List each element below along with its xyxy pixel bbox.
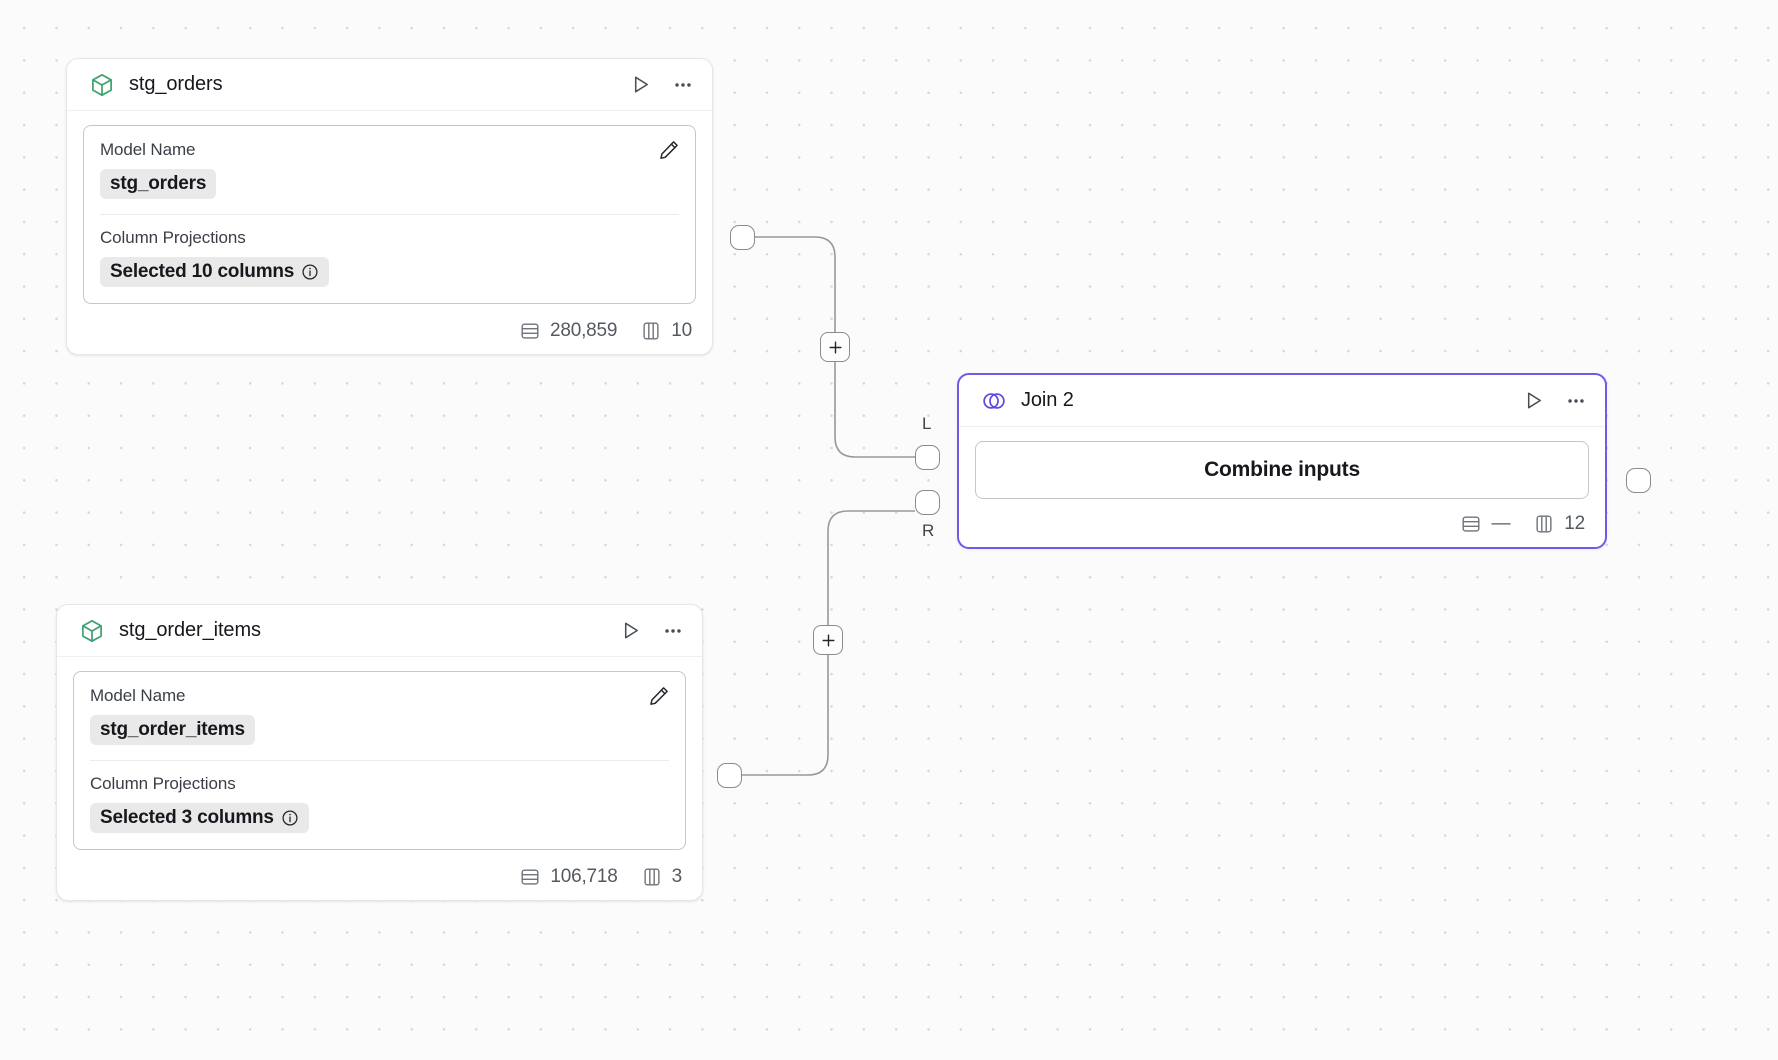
play-icon[interactable] (619, 619, 642, 642)
cube-icon (89, 72, 115, 98)
model-name-chip[interactable]: stg_order_items (90, 715, 255, 745)
divider (90, 760, 669, 761)
source-handle-stg-orders[interactable] (730, 225, 755, 250)
node-stg-order-items[interactable]: stg_order_items Model (56, 604, 703, 901)
node-stg-orders[interactable]: stg_orders Model Name (66, 58, 713, 355)
columns-metric: 10 (640, 320, 692, 342)
columns-value: 3 (671, 866, 683, 887)
combine-inputs-button[interactable]: Combine inputs (975, 441, 1589, 499)
target-handle-join-right[interactable] (915, 490, 940, 515)
rows-value: — (1491, 513, 1511, 534)
columns-value: 12 (1564, 513, 1585, 534)
handle-label-left: L (922, 414, 932, 433)
rows-icon (519, 320, 541, 342)
divider (100, 214, 679, 215)
node-title: stg_order_items (119, 619, 261, 641)
source-handle-stg-order-items[interactable] (717, 763, 742, 788)
play-icon[interactable] (1522, 389, 1545, 412)
more-options-icon[interactable] (672, 74, 694, 96)
rows-metric: — (1460, 513, 1510, 535)
column-projections-chip[interactable]: Selected 10 columns (100, 257, 330, 287)
model-name-value: stg_order_items (100, 719, 245, 740)
node-body: Model Name stg_orders Column Projections… (67, 111, 712, 310)
node-header: stg_order_items (57, 605, 702, 657)
more-options-icon[interactable] (662, 620, 684, 642)
rows-value: 106,718 (550, 866, 618, 887)
rows-metric: 106,718 (519, 866, 618, 888)
model-properties-card: Model Name stg_orders Column Projections… (83, 125, 696, 304)
model-name-value: stg_orders (110, 173, 207, 194)
rows-icon (1460, 513, 1482, 535)
pencil-icon[interactable] (647, 684, 671, 708)
node-footer: 280,859 10 (67, 310, 712, 354)
cube-icon (79, 618, 105, 644)
info-icon[interactable] (281, 809, 299, 827)
node-body: Model Name stg_order_items Column Projec… (57, 657, 702, 856)
node-header: Join 2 (959, 375, 1605, 427)
node-footer: — 12 (959, 503, 1605, 547)
columns-icon (1533, 513, 1555, 535)
node-join-2[interactable]: Join 2 Combine inputs (957, 373, 1607, 549)
edge-add-button-right[interactable] (813, 625, 843, 655)
more-options-icon[interactable] (1565, 390, 1587, 412)
node-header: stg_orders (67, 59, 712, 111)
column-projections-label: Column Projections (90, 774, 236, 793)
rows-icon (519, 866, 541, 888)
model-name-label: Model Name (90, 686, 186, 705)
columns-metric: 12 (1533, 513, 1585, 535)
column-projections-value: Selected 10 columns (110, 261, 295, 282)
node-title: stg_orders (129, 73, 223, 95)
column-projections-value: Selected 3 columns (100, 807, 274, 828)
join-venn-icon (981, 388, 1007, 414)
handle-label-right: R (922, 521, 935, 540)
edge-add-button-left[interactable] (820, 332, 850, 362)
model-name-chip[interactable]: stg_orders (100, 169, 217, 199)
info-icon[interactable] (301, 263, 319, 281)
columns-metric: 3 (641, 866, 682, 888)
columns-value: 10 (671, 320, 692, 341)
pencil-icon[interactable] (657, 138, 681, 162)
columns-icon (641, 866, 663, 888)
play-icon[interactable] (629, 73, 652, 96)
model-name-label: Model Name (100, 140, 196, 159)
model-properties-card: Model Name stg_order_items Column Projec… (73, 671, 686, 850)
column-projections-chip[interactable]: Selected 3 columns (90, 803, 309, 833)
target-handle-join-left[interactable] (915, 445, 940, 470)
columns-icon (640, 320, 662, 342)
rows-value: 280,859 (549, 320, 618, 341)
source-handle-join-2[interactable] (1626, 468, 1651, 493)
rows-metric: 280,859 (519, 320, 617, 342)
node-footer: 106,718 3 (57, 856, 702, 900)
node-title: Join 2 (1021, 389, 1074, 411)
column-projections-label: Column Projections (100, 228, 246, 247)
